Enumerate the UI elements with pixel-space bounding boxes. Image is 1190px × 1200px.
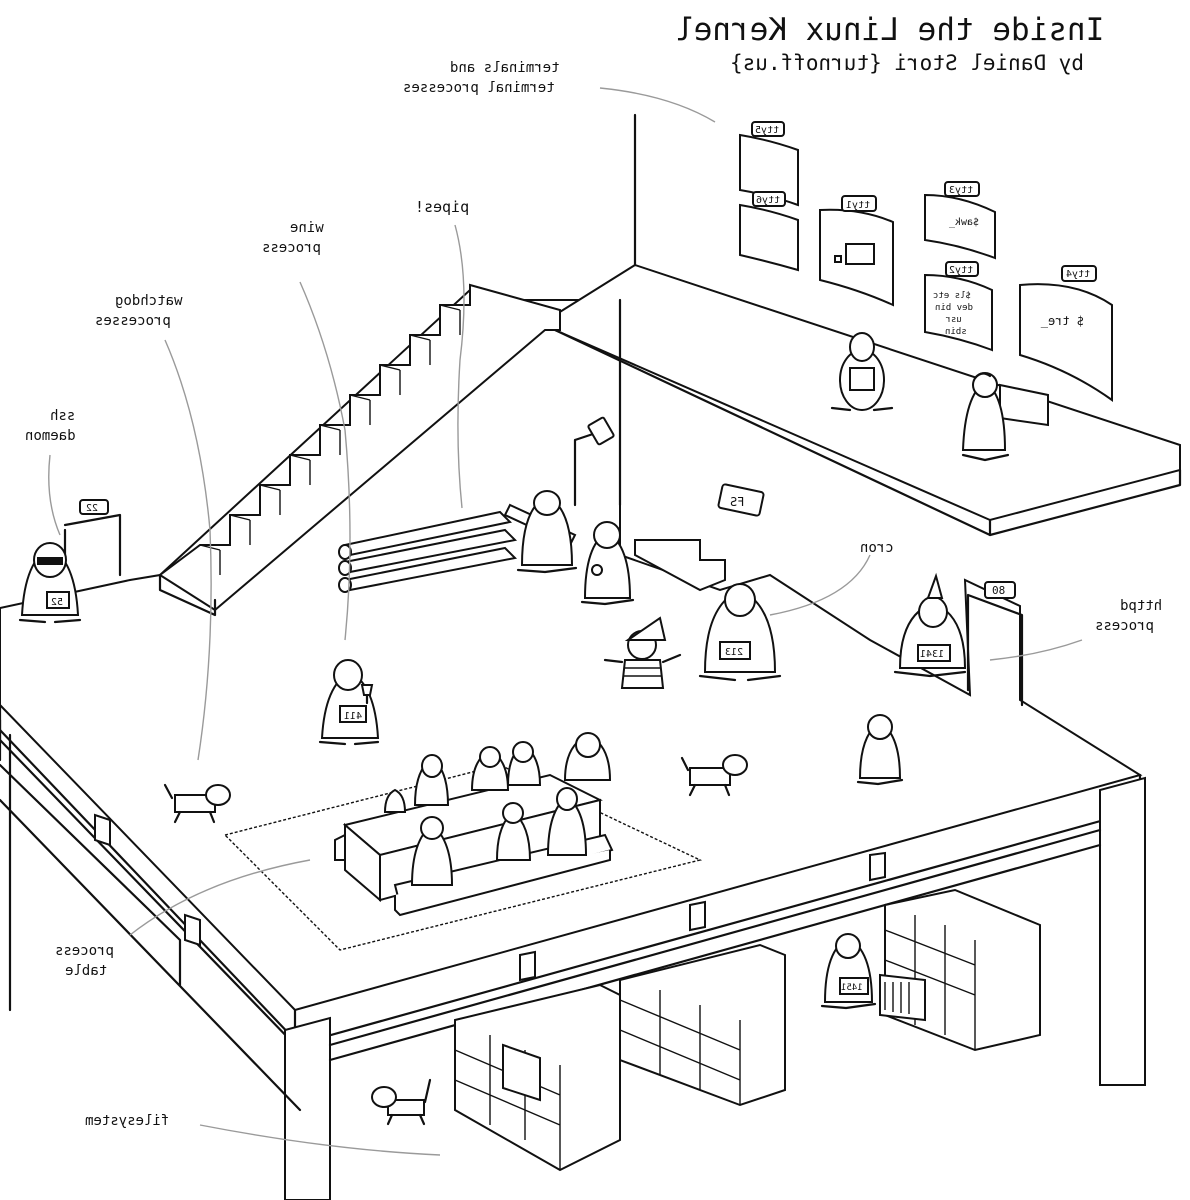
tty2-line-2: dev bin xyxy=(935,303,973,313)
penguin-icon xyxy=(830,332,894,412)
cron-label: cron xyxy=(860,540,894,556)
process-table-label-line2: table xyxy=(65,963,107,979)
svg-text:tty6: tty6 xyxy=(756,195,780,206)
title-block: Inside the Linux Kernel by Daniel Stori … xyxy=(675,12,1104,75)
filesystem-label: filesystem xyxy=(85,1113,169,1129)
httpd-door: 80 xyxy=(966,581,1024,707)
byline: by Daniel Stori {turnoff.us} xyxy=(730,51,1084,75)
process-table-label-line1: process xyxy=(55,943,114,959)
ssh-label-line2: daemon xyxy=(25,428,76,444)
penguin-icon xyxy=(856,714,904,786)
httpd-penguin: 1341 xyxy=(893,572,967,678)
tty2-line-4: sbin xyxy=(945,327,967,337)
svg-text:tty5: tty5 xyxy=(755,125,779,136)
ssh-label-line1: ssh xyxy=(50,408,75,424)
fs-door: FS xyxy=(573,416,765,517)
dog-icon xyxy=(371,1078,432,1126)
filesystem-penguin: 1451 xyxy=(820,933,877,1010)
wine-process-penguin: 411 xyxy=(318,659,380,746)
svg-text:tty4: tty4 xyxy=(1066,269,1090,280)
httpd-label-line1: httpd xyxy=(1120,598,1162,614)
dog-icon xyxy=(163,783,231,824)
title: Inside the Linux Kernel xyxy=(675,12,1104,48)
labels: terminals and terminal processes pipes! … xyxy=(25,60,1162,1129)
wine-badge: 411 xyxy=(344,711,362,722)
penguin-icon xyxy=(580,521,635,606)
cron-penguin: 213 xyxy=(698,583,782,682)
wine-label-line2: process xyxy=(262,240,321,256)
tty1-screen: tty1 xyxy=(819,195,894,307)
filesystem-shelves xyxy=(454,888,1041,1172)
table-penguins xyxy=(383,732,612,886)
watchdog-label-line2: processes xyxy=(95,313,171,329)
tty2-screen: tty2 $ls etc dev bin usr sbin xyxy=(924,261,993,352)
cron-badge: 213 xyxy=(725,647,743,658)
tty3-screen: tty3 $awk_ xyxy=(924,181,996,260)
fs-worker-badge: 1451 xyxy=(841,983,863,993)
terminals: tty5 tty6 tty1 tty3 $awk_ tty2 $ls etc d… xyxy=(739,121,1113,427)
terminal-screen-icon xyxy=(845,243,875,265)
penguin-icon xyxy=(516,490,578,574)
leader-lines xyxy=(48,87,1083,1156)
tty2-line-1: $ls etc xyxy=(933,291,971,301)
characters: 52 411 213 1341 xyxy=(18,332,1010,1126)
httpd-badge: 1341 xyxy=(920,649,944,660)
pipe-icon xyxy=(338,544,352,560)
watchdog-label-line1: watchdog xyxy=(115,293,182,309)
dog-icon xyxy=(680,754,748,797)
ssh-badge: 52 xyxy=(51,597,63,608)
svg-text:tty3: tty3 xyxy=(949,185,973,196)
pipes xyxy=(338,503,577,593)
elf-icon xyxy=(603,616,682,689)
door-80-sign: 80 xyxy=(992,584,1005,597)
svg-text:tty2: tty2 xyxy=(949,265,973,276)
terminals-label-line1: terminals and xyxy=(450,60,560,76)
tty2-line-3: usr xyxy=(945,315,962,325)
wine-glass-icon xyxy=(360,684,374,696)
tty3-text: $awk_ xyxy=(948,217,979,228)
door-22-sign: 22 xyxy=(86,503,98,514)
fs-sign: FS xyxy=(730,495,744,509)
penguin-icon xyxy=(961,372,1010,462)
tty5-screen: tty5 xyxy=(739,121,799,207)
ssh-daemon-penguin: 52 xyxy=(18,542,82,624)
terminals-label-line2: terminal processes xyxy=(403,80,555,96)
ssh-door: 22 xyxy=(63,499,122,592)
tty4-screen: tty4 $ tre_ xyxy=(1019,265,1113,402)
tty6-screen: tty6 xyxy=(739,191,799,272)
tty4-text: $ tre_ xyxy=(1040,314,1084,328)
process-table-rug xyxy=(223,764,703,951)
svg-text:tty1: tty1 xyxy=(846,200,870,211)
wine-label-line1: wine xyxy=(290,220,324,236)
httpd-label-line2: process xyxy=(1095,618,1154,634)
pipes-label: pipes! xyxy=(415,198,469,216)
